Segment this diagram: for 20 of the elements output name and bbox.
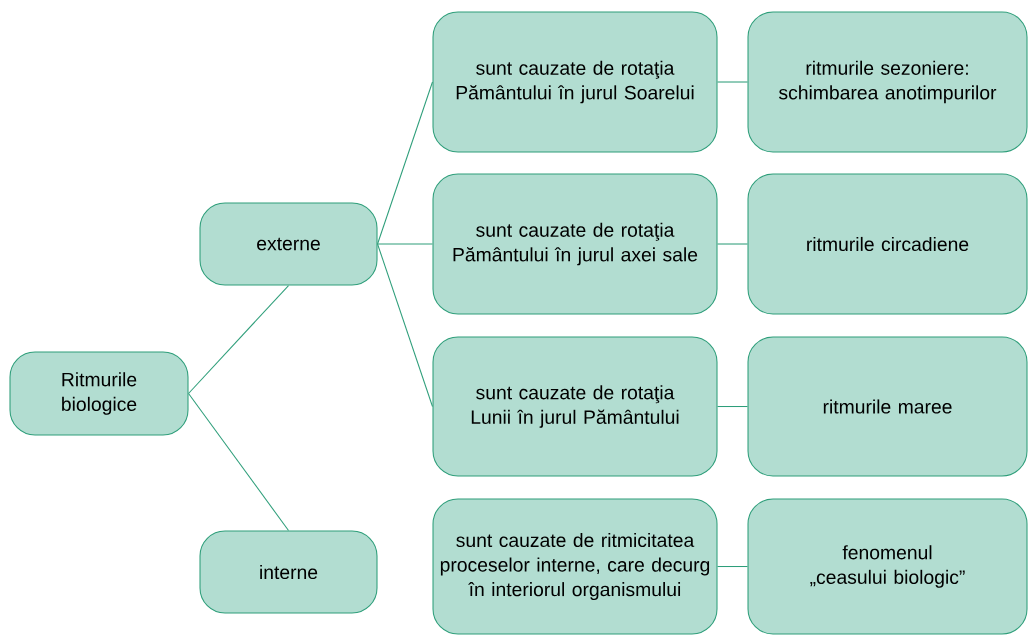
rounded-box: fenomenul „ceasului biologic” bbox=[747, 498, 1028, 635]
connector-line bbox=[377, 243, 433, 245]
connector-line bbox=[717, 81, 748, 83]
connector-line bbox=[188, 392, 290, 531]
rounded-box: externe bbox=[199, 202, 378, 286]
connector-line bbox=[377, 243, 433, 408]
connector-line bbox=[717, 566, 748, 568]
connector-line bbox=[188, 285, 290, 395]
rounded-box: ritmurile circadiene bbox=[747, 173, 1028, 315]
rounded-box: sunt cauzate de rotaţia Lunii în jurul Pământului bbox=[432, 336, 718, 477]
connector-line bbox=[717, 406, 748, 408]
rounded-box: ritmurile sezoniere: schimbarea anotimpurilor bbox=[747, 11, 1028, 153]
rounded-box: Ritmurile biologice bbox=[9, 351, 189, 436]
rounded-box: ritmurile maree bbox=[747, 336, 1028, 477]
connector-line bbox=[717, 243, 748, 245]
connector-line bbox=[377, 81, 433, 245]
rounded-box: sunt cauzate de rotaţia Pământului în jurul axei sale bbox=[432, 173, 718, 315]
rounded-box: sunt cauzate de rotaţia Pământului în jurul Soarelui bbox=[432, 11, 718, 153]
rounded-box: sunt cauzate de ritmicitatea proceselor interne, care decurg în interiorul organismului bbox=[432, 498, 718, 635]
rounded-box: interne bbox=[199, 530, 378, 614]
